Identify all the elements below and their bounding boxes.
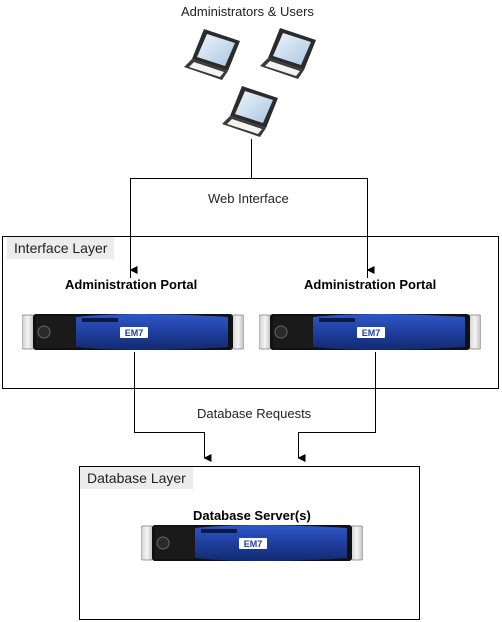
rack-server-icon: EM7 <box>22 314 244 350</box>
rack-server-icon: EM7 <box>259 314 481 350</box>
laptop-icon <box>184 29 240 80</box>
web-interface-label: Web Interface <box>208 191 289 206</box>
rack-server-icon: EM7 <box>141 525 363 561</box>
database-requests-label: Database Requests <box>197 406 312 421</box>
portal-label-left: Administration Portal <box>65 277 198 292</box>
database-layer-label: Database Layer <box>80 467 193 489</box>
interface-layer-label: Interface Layer <box>7 237 115 259</box>
laptop-icon <box>260 28 316 79</box>
interface-layer-box <box>2 236 499 389</box>
server-logo: EM7 <box>362 328 381 338</box>
laptop-icon <box>222 86 278 137</box>
portal-label-right: Administration Portal <box>304 277 437 292</box>
server-logo: EM7 <box>244 539 263 549</box>
server-logo: EM7 <box>125 328 144 338</box>
users-title: Administrators & Users <box>181 4 314 19</box>
database-server-label: Database Server(s) <box>193 508 311 523</box>
